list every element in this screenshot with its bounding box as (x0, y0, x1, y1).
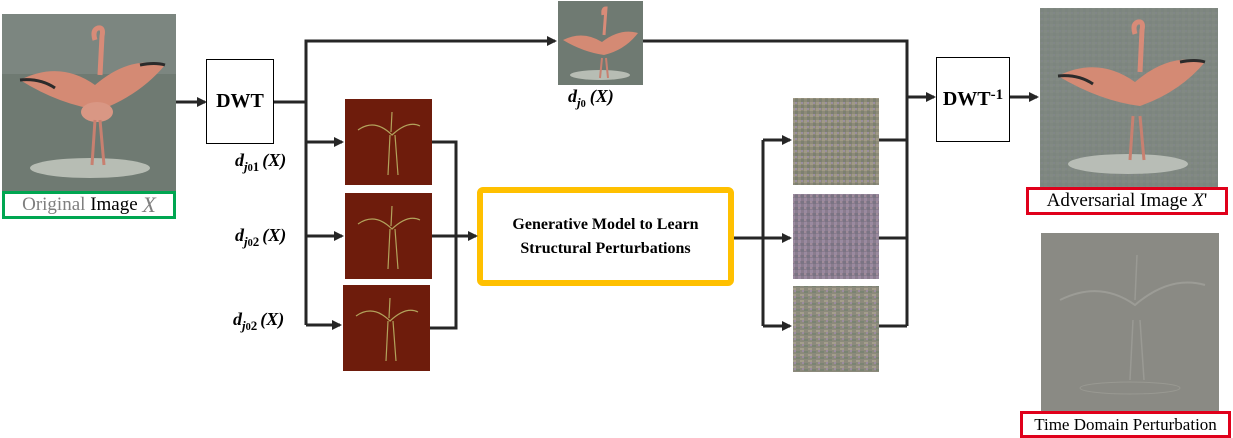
detail-subband-3 (343, 285, 430, 371)
adversarial-image (1040, 8, 1218, 188)
adversarial-image-caption: Adversarial Image X' (1026, 187, 1228, 215)
lowpass-image (558, 1, 643, 85)
line-lowpass-to-idwt (643, 39, 909, 326)
dwt-label: DWT (216, 90, 264, 112)
coef-label-detail-3: dj02(X) (233, 309, 285, 333)
idwt-label: DWT (942, 88, 991, 110)
dwt-box: DWT (206, 59, 274, 144)
coef-label-detail-2: dj02(X) (235, 225, 287, 249)
inverse-dwt-box: DWT-1 (936, 57, 1010, 142)
connectors (176, 36, 1039, 331)
generator-box-border (477, 187, 734, 286)
time-domain-caption: Time Domain Perturbation (1020, 411, 1231, 438)
time-domain-perturbation-image (1041, 233, 1219, 411)
perturbation-subband-1 (793, 98, 879, 185)
generator-box: Generative Model to Learn Structural Per… (483, 193, 728, 280)
original-image-caption: Original Image X (2, 191, 176, 219)
coef-label-detail-1: dj01(X) (235, 150, 287, 174)
generator-line-2: Structural Perturbations (520, 239, 691, 257)
arrow-to-lowpass (304, 36, 557, 102)
detail-subband-1 (345, 99, 432, 185)
perturbation-subband-3 (793, 286, 879, 372)
generator-line-1: Generative Model to Learn (512, 215, 699, 233)
idwt-superscript: -1 (990, 86, 1004, 103)
detail-subband-2 (345, 193, 432, 279)
coef-label-lowpass: dj0(X) (568, 86, 614, 110)
original-image (2, 14, 176, 192)
perturbation-subband-2 (793, 194, 879, 279)
